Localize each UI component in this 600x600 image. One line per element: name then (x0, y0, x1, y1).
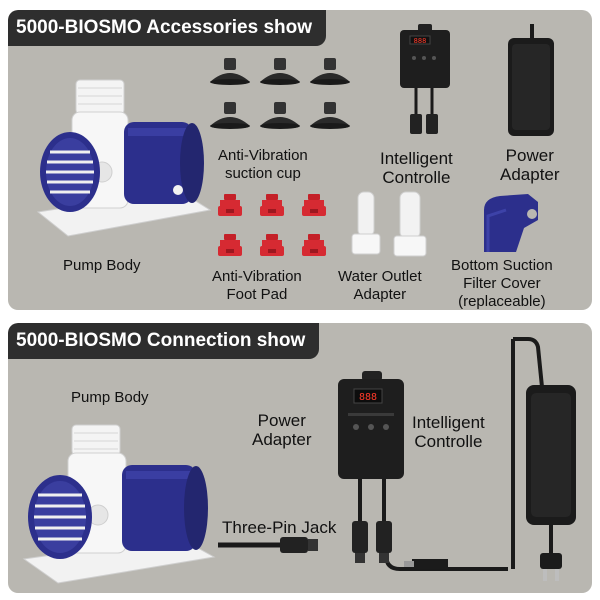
controller-display: 888 (359, 392, 377, 403)
pump-body-image-2 (22, 424, 216, 584)
three-pin-jack-cable (218, 337, 544, 571)
pump-body-image (36, 79, 212, 237)
water-outlet-image (351, 191, 427, 257)
three-pin-jack-label: Three-Pin Jack (222, 518, 337, 537)
suction-cups-image (210, 58, 350, 129)
power-adapter-image (508, 24, 554, 136)
power-adapter-image-2 (526, 385, 576, 581)
filter-cover-image (484, 194, 538, 252)
accessories-title: 5000-BIOSMO Accessories show (8, 10, 327, 46)
pump-body-label: Pump Body (63, 257, 141, 274)
connection-title: 5000-BIOSMO Connection show (8, 323, 320, 359)
controller-image: 888 (400, 24, 450, 134)
accessories-panel: 5000-BIOSMO Accessories show Pump Body (8, 10, 592, 310)
controller-image-2: 888 (338, 371, 404, 563)
pump-body-label-2: Pump Body (71, 389, 149, 406)
connection-panel: 5000-BIOSMO Connection show Pump Body Th… (8, 323, 592, 593)
svg-text:888: 888 (414, 37, 427, 45)
foot-pads-image (218, 194, 326, 256)
